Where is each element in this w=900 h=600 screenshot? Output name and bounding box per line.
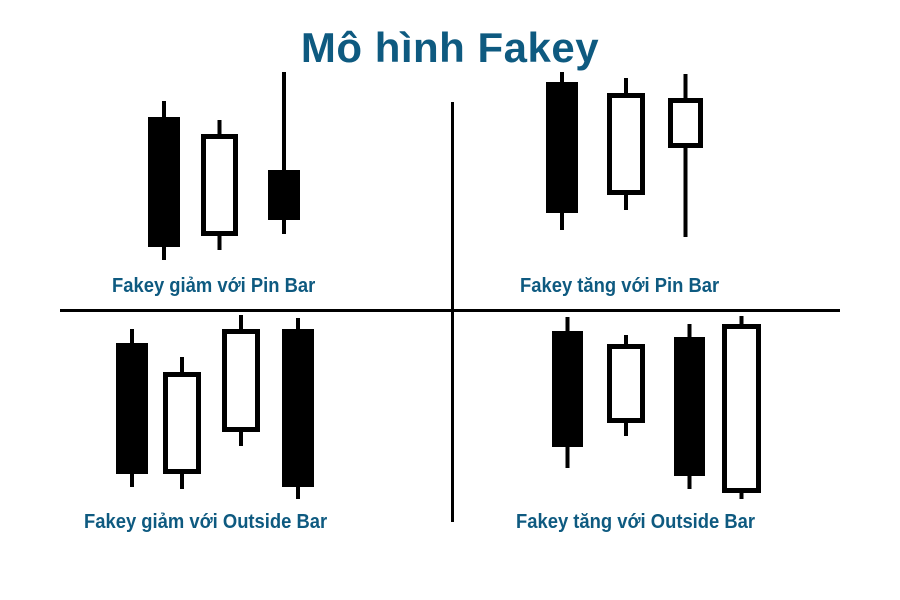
candle-body (552, 331, 583, 447)
candle-body (116, 343, 148, 474)
candle-body (282, 329, 314, 487)
label-bearish-pin-bar: Fakey giảm với Pin Bar (112, 275, 316, 297)
label-bearish-outside-bar: Fakey giảm với Outside Bar (84, 511, 328, 533)
candle-body (546, 82, 578, 213)
candle-body (674, 337, 705, 476)
vertical-divider (451, 102, 454, 522)
bullish-candle (668, 74, 703, 237)
candle-body (163, 372, 201, 474)
candle-body (668, 98, 703, 148)
quadrant-top-left (148, 72, 300, 260)
bearish-candle (116, 329, 148, 487)
candle-body (722, 324, 761, 493)
label-bullish-outside-bar: Fakey tăng với Outside Bar (516, 511, 756, 533)
candle-body (201, 134, 238, 236)
label-bullish-pin-bar: Fakey tăng với Pin Bar (520, 275, 720, 297)
bearish-candle (552, 317, 583, 468)
bearish-candle (546, 72, 578, 230)
page-title: Mô hình Fakey (300, 24, 600, 71)
candle-body (607, 344, 645, 423)
horizontal-divider (60, 309, 840, 312)
bullish-candle (222, 315, 260, 446)
candle-body (268, 170, 300, 220)
quadrant-bottom-right (552, 316, 761, 499)
bearish-candle (282, 318, 314, 499)
bullish-candle (163, 357, 201, 489)
candle-body (148, 117, 180, 247)
bullish-candle (722, 316, 761, 499)
bearish-candle (268, 72, 300, 234)
bearish-candle (674, 324, 705, 489)
candle-body (222, 329, 260, 432)
bullish-candle (607, 335, 645, 436)
bullish-candle (607, 78, 645, 210)
bullish-candle (201, 120, 238, 250)
candle-body (607, 93, 645, 195)
quadrant-bottom-left (116, 315, 314, 499)
bearish-candle (148, 101, 180, 260)
quadrant-top-right (546, 72, 703, 237)
